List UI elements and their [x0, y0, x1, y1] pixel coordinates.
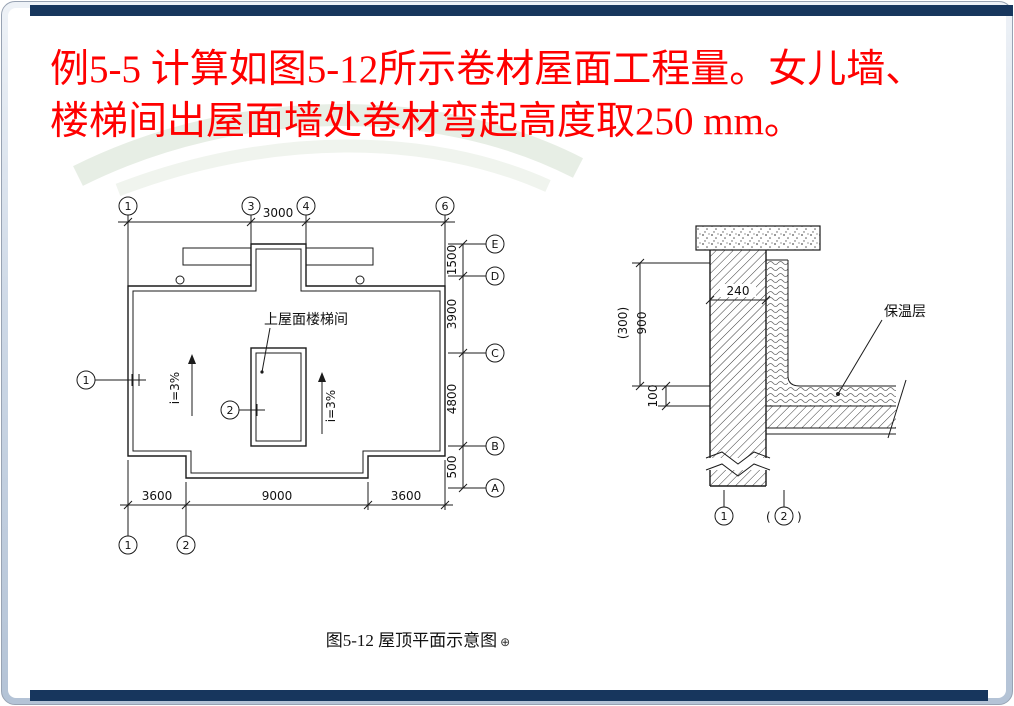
plan-grid-bubbles-top: 1 3 4 6 [118, 196, 455, 216]
frame-bottom-accent-bar [30, 690, 988, 701]
dim-right-1500: 1500 [445, 245, 459, 276]
dim-right-4800: 4800 [445, 384, 459, 415]
dim-right-500: 500 [445, 456, 459, 479]
grid-bubble-E: E [492, 238, 499, 251]
dim-top-3000: 3000 [263, 206, 294, 220]
dim-chain-right [448, 239, 486, 493]
figure-5-12: 3000 1 3 4 6 上屋面楼梯间 [76, 196, 926, 555]
plan-grid-left: 1 [76, 370, 146, 390]
dim-right-3900: 3900 [445, 299, 459, 330]
slope-arrow-left: i=3% [168, 354, 196, 416]
slide-background [8, 8, 1006, 698]
grid-bubble-inner-2: 2 [227, 404, 234, 417]
stairwell-leader-dot [260, 370, 264, 374]
vent-right [355, 275, 365, 285]
break-line-top [705, 451, 771, 465]
grid-bubble-A: A [491, 482, 499, 495]
slope-label-left: i=3% [168, 372, 182, 404]
decor-swirl [73, 104, 584, 186]
grid-bubble-bottom-1: 1 [125, 539, 132, 552]
figure-caption: 图5-12 屋顶平面示意图⊕ [253, 626, 583, 651]
dim-chain-bottom [120, 460, 453, 536]
title-line-2: 楼梯间出屋面墙处卷材弯起高度取250 mm。 [50, 100, 803, 144]
grid-bubble-4: 4 [303, 200, 310, 213]
decor-swirl-2 [115, 139, 551, 197]
figure-caption-text: 图5-12 屋顶平面示意图 [325, 631, 498, 650]
plan-grid-lines-top [118, 215, 455, 286]
plan-grid-bubbles-bottom: 1 2 [118, 535, 196, 555]
dim-300-label: (300) [616, 307, 630, 339]
section-mark-1: 1 [721, 510, 728, 523]
membrane-upstand [766, 259, 801, 387]
dim-bottom-9000: 9000 [262, 489, 293, 503]
insulation-callout: 保温层 [836, 304, 926, 396]
insulation-label: 保温层 [884, 304, 926, 320]
vent-left [175, 275, 185, 285]
grid-bubble-B: B [491, 440, 499, 453]
dim-bottom-3600-right: 3600 [391, 489, 422, 503]
slope-arrow-right: i=3% [318, 372, 338, 434]
plan-grid-bubbles-right: E D C B A [485, 234, 505, 498]
frame-top-accent-bar [30, 5, 1013, 16]
grid-bubble-1: 1 [125, 200, 132, 213]
roof-plan: 3000 1 3 4 6 上屋面楼梯间 [76, 196, 505, 555]
plan-grid-inner: 2 [220, 400, 265, 420]
dim-chain-section-left [632, 258, 710, 411]
section-mark-paren-close: ) [797, 510, 802, 524]
grid-bubble-D: D [491, 270, 499, 283]
anchor-icon: ⊕ [500, 635, 511, 649]
slide-title: 例5-5 计算如图5-12所示卷材屋面工程量。女儿墙、 楼梯间出屋面墙处卷材弯起… [50, 44, 1000, 149]
slide-content: 例5-5 计算如图5-12所示卷材屋面工程量。女儿墙、 楼梯间出屋面墙处卷材弯起… [8, 8, 1006, 698]
dim-240-label: 240 [727, 284, 750, 298]
dim-240: 240 [705, 284, 771, 305]
grid-bubble-C: C [491, 347, 499, 360]
section-mark-bubbles: 1 ( 2 ) [714, 490, 802, 526]
dim-bottom-3600-left: 3600 [142, 489, 173, 503]
stairwell-leader [261, 327, 271, 373]
section-mark-paren-open: ( [766, 510, 771, 524]
roof-slab [766, 379, 907, 439]
canopy-left [182, 247, 252, 266]
background-decoration [73, 104, 584, 197]
building-outline [127, 243, 446, 479]
parapet-detail-section: 240 (300) 900 100 保温层 [616, 225, 926, 526]
canopy-right [305, 247, 374, 266]
stairwell-label: 上屋面楼梯间 [264, 312, 348, 328]
grid-bubble-6: 6 [442, 200, 449, 213]
grid-bubble-bottom-2: 2 [183, 539, 190, 552]
grid-bubble-left-1: 1 [83, 374, 90, 387]
dim-900-label: 900 [635, 312, 649, 335]
stairwell-box [250, 347, 307, 447]
break-line-bottom [705, 463, 771, 477]
slope-label-right: i=3% [324, 390, 338, 422]
section-mark-2: 2 [781, 510, 788, 523]
dim-100-label: 100 [646, 385, 660, 408]
coping-cap [695, 225, 821, 251]
slab-break-mark [887, 379, 907, 439]
title-line-1: 例5-5 计算如图5-12所示卷材屋面工程量。女儿墙、 [50, 48, 925, 91]
insulation-layer [766, 385, 896, 406]
grid-bubble-3: 3 [248, 200, 255, 213]
